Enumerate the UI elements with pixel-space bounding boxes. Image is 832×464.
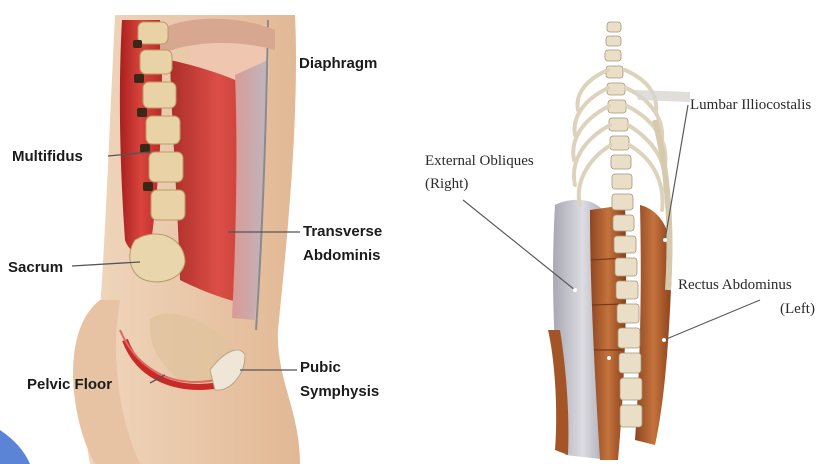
- lumbar-leader-line: [665, 105, 688, 240]
- label-transverse-line1: Transverse: [303, 222, 382, 241]
- label-pubic-line2: Symphysis: [300, 382, 379, 401]
- label-pelvic-floor: Pelvic Floor: [27, 375, 112, 394]
- rectus-leader-line: [664, 300, 760, 340]
- label-diaphragm: Diaphragm: [299, 54, 377, 73]
- label-external-obliques-line2: (Right): [425, 175, 468, 193]
- corner-accent: [0, 430, 30, 464]
- label-rectus-abdominus-line1: Rectus Abdominus: [678, 276, 792, 294]
- label-multifidus: Multifidus: [12, 147, 83, 166]
- lumbar-illiocostalis-muscle: [635, 90, 690, 102]
- label-lumbar-illiocostalis: Lumbar Illiocostalis: [690, 96, 811, 114]
- label-external-obliques-line1: External Obliques: [425, 152, 534, 170]
- label-rectus-abdominus-line2: (Left): [780, 300, 815, 318]
- label-sacrum: Sacrum: [8, 258, 63, 277]
- label-transverse-line2: Abdominis: [303, 246, 381, 265]
- label-pubic-line1: Pubic: [300, 358, 341, 377]
